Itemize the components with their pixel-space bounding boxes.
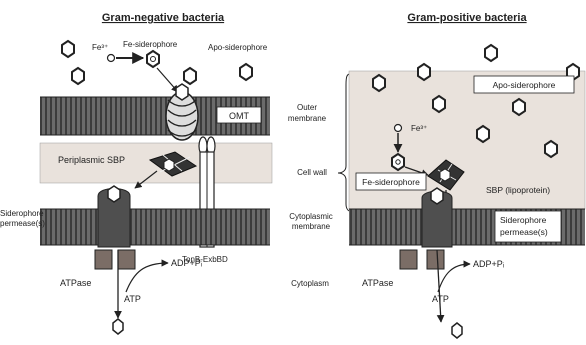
omt-label: OMT <box>229 111 249 121</box>
sbp-lipoprotein-label: SBP (lipoprotein) <box>486 185 550 195</box>
atpase-block-left-2 <box>118 250 135 269</box>
permease-complex-left <box>98 186 130 247</box>
cell-wall-label: Cell wall <box>297 168 327 177</box>
title-gram-negative: Gram-negative bacteria <box>102 12 225 24</box>
fe-siderophore-iron <box>151 57 156 62</box>
siderophore-hexagon <box>477 126 489 142</box>
atpase-block-left-1 <box>95 250 112 269</box>
fe-ion <box>108 55 115 62</box>
cytoplasmic-membrane-left <box>40 209 270 245</box>
siderophore-hexagon <box>418 64 430 80</box>
title-gram-positive: Gram-positive bacteria <box>407 12 527 24</box>
adp-pi-label-right: ADP+Pᵢ <box>473 259 504 269</box>
fe-label-right: Fe³⁺ <box>411 124 427 133</box>
omt-transporter <box>166 84 198 140</box>
siderophore-hexagon <box>433 96 445 112</box>
siderophore-hexagon <box>485 45 497 61</box>
imported-siderophore-right <box>452 323 462 338</box>
fe-siderophore-uptake-arrow <box>157 68 178 92</box>
siderophore-hexagon <box>240 64 252 80</box>
siderophore-permease-label-right-2: permease(s) <box>500 227 548 237</box>
siderophore-permease-label-1: Siderophore <box>0 209 44 218</box>
siderophore-hexagon <box>373 75 385 91</box>
fe-siderophore-label-right: Fe-siderophore <box>362 177 420 187</box>
siderophore-hexagon <box>62 41 74 57</box>
apo-siderophore-label-right: Apo-siderophore <box>493 80 556 90</box>
cytoplasmic-membrane-label-2: membrane <box>292 222 331 231</box>
permease-complex-right <box>422 188 452 247</box>
periplasmic-sbp-label: Periplasmic SBP <box>58 155 125 165</box>
atpase-block-right-2 <box>427 250 444 269</box>
adp-pi-label-left: ADP+Pᵢ <box>171 258 202 268</box>
siderophore-hexagon <box>513 99 525 115</box>
cytoplasmic-membrane-label-1: Cytoplasmic <box>289 212 333 221</box>
atpase-block-right-1 <box>400 250 417 269</box>
apo-siderophore-label-left: Apo-siderophore <box>208 43 268 52</box>
siderophore-hexagon <box>72 68 84 84</box>
siderophore-hexagon <box>184 68 196 84</box>
outer-membrane-label-1: Outer <box>297 103 317 112</box>
atpase-label-right: ATPase <box>362 278 393 288</box>
fe-siderophore-iron-right <box>396 160 400 164</box>
siderophore-permease-label-right-1: Siderophore <box>500 215 547 225</box>
fe-ion-right <box>395 125 402 132</box>
imported-siderophore-left <box>113 319 123 334</box>
outer-membrane-label-2: membrane <box>288 114 327 123</box>
cytoplasm-label: Cytoplasm <box>291 279 329 288</box>
siderophore-permease-label-2: permease(s) <box>0 219 45 228</box>
atp-label-left: ATP <box>124 294 141 304</box>
fe-siderophore-label: Fe-siderophore <box>123 40 178 49</box>
fe-label: Fe³⁺ <box>92 43 108 52</box>
siderophore-hexagon <box>545 141 557 157</box>
atpase-label-left: ATPase <box>60 278 91 288</box>
